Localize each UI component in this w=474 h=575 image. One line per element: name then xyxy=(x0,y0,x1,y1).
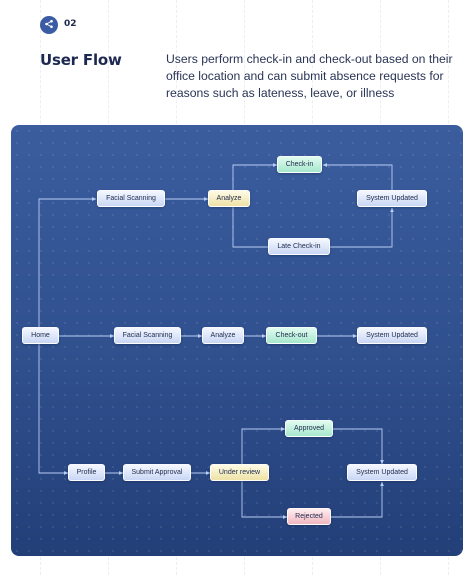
node-analyze-mid[interactable]: Analyze xyxy=(202,327,244,344)
connector-rejected-system xyxy=(330,481,384,518)
connector-analyze-checkin xyxy=(232,163,278,190)
connector-review-approved xyxy=(241,427,286,464)
page-title: User Flow xyxy=(40,51,122,69)
share-icon xyxy=(44,16,54,34)
node-check-out[interactable]: Check-out xyxy=(266,327,317,344)
connector-review-rejected xyxy=(240,477,288,519)
node-system-updated-top[interactable]: System Updated xyxy=(357,190,427,207)
node-rejected[interactable]: Rejected xyxy=(287,508,331,525)
node-facial-scanning-mid[interactable]: Facial Scanning xyxy=(114,327,181,344)
connector-home-profile xyxy=(37,340,69,475)
section-number: 02 xyxy=(64,19,77,29)
flow-connectors xyxy=(37,163,394,519)
section-badge xyxy=(40,16,58,34)
connector-analyze-late xyxy=(231,203,268,248)
node-facial-scanning-top[interactable]: Facial Scanning xyxy=(97,190,165,207)
node-system-updated-bottom[interactable]: System Updated xyxy=(347,464,417,481)
user-flow-diagram: Check-in Facial Scanning Analyze System … xyxy=(11,125,463,556)
connector-late-system xyxy=(330,207,394,248)
node-submit-approval[interactable]: Submit Approval xyxy=(123,464,191,481)
node-system-updated-mid[interactable]: System Updated xyxy=(357,327,427,344)
node-late-check-in[interactable]: Late Check-in xyxy=(268,238,330,255)
connector-home-facial-top xyxy=(38,197,97,327)
node-under-review[interactable]: Under review xyxy=(210,464,269,481)
connector-system-checkin xyxy=(322,163,393,190)
node-analyze-top[interactable]: Analyze xyxy=(208,190,250,207)
node-check-in[interactable]: Check-in xyxy=(277,156,322,173)
connector-approved-system xyxy=(328,427,384,465)
node-profile[interactable]: Profile xyxy=(68,464,105,481)
node-approved[interactable]: Approved xyxy=(285,420,333,437)
node-home[interactable]: Home xyxy=(22,327,59,344)
page-description: Users perform check-in and check-out bas… xyxy=(166,52,453,100)
